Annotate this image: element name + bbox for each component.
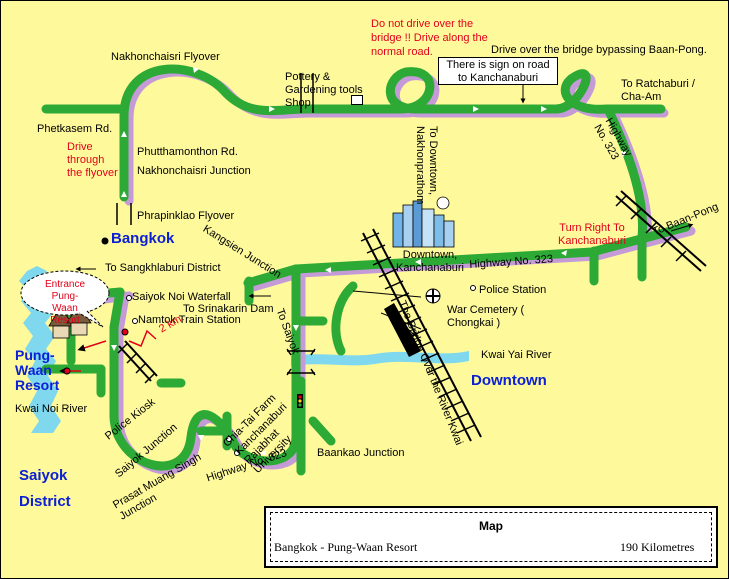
namtok-station-label: Namtok Train Station (138, 314, 241, 326)
entrance-callout (20, 270, 110, 316)
baankao-junction-label: Baankao Junction (317, 447, 405, 459)
turn-right-note: Turn Right To Kanchanaburi (558, 222, 626, 247)
kwai-noi-river (19, 266, 61, 433)
flyover-markers (116, 73, 316, 376)
road-sign-note-box: There is sign on road to Kanchanaburi (438, 57, 558, 85)
bangkok-label: Bangkok (111, 230, 175, 247)
do-not-drive-note: Do not drive over the bridge !! Drive al… (371, 18, 488, 58)
kwai-noi-river-label: Kwai Noi River (15, 403, 88, 415)
legend-distance: 190 Kilometres (620, 540, 695, 554)
phetkasem-road-label: Phetkasem Rd. (37, 123, 113, 135)
leader-lines (75, 223, 694, 299)
location-dots (63, 237, 476, 456)
legend-inner-frame (270, 512, 712, 562)
saiyok-district-label: Saiyok District (19, 467, 71, 510)
entrance-resort-label: Entrance Pung-Waan Resort (44, 279, 86, 326)
nakhonchaisri-junction-label: Nakhonchaisri Junction (137, 165, 251, 177)
pung-waan-resort-label: Pung-Waan Resort (15, 347, 60, 393)
pottery-shop-label: Pottery & Gardening tools Shop (285, 71, 363, 109)
railway-ties (117, 195, 687, 434)
city-skyline-icon (392, 196, 455, 248)
war-cemetery-label: War Cemetery ( Chongkai ) (447, 304, 525, 329)
nakhonchaisri-flyover-label: Nakhonchaisri Flyover (111, 51, 220, 63)
shop-icon (351, 95, 363, 105)
drive-over-bridge-note: Drive over the bridge bypassing Baan-Pon… (491, 44, 707, 56)
legend-route: Bangkok - Pung-Waan Resort (274, 540, 418, 554)
police-station-label: Police Station (479, 284, 547, 296)
kwai-yai-river-label: Kwai Yai River (481, 349, 552, 361)
resort-huts-icon (48, 302, 92, 339)
map-legend: Map Bangkok - Pung-Waan Resort 190 Kilom… (264, 506, 718, 568)
drive-through-flyover-note: Drive through the flyover (67, 141, 118, 179)
legend-title: Map (479, 519, 503, 533)
kwai-yai-river (291, 351, 469, 366)
to-sangkhlaburi-label: To Sangkhlaburi District (105, 262, 221, 274)
saiyok-noi-waterfall-label: Saiyok Noi Waterfall (132, 291, 231, 303)
downtown-label: Downtown (471, 372, 547, 389)
road-sign-note: There is sign on road to Kanchanaburi (446, 59, 550, 84)
side-roads (352, 290, 422, 342)
to-ratchaburi-label: To Ratchaburi / Cha-Am (621, 78, 695, 103)
phutthamonthon-road-label: Phutthamonthon Rd. (137, 146, 238, 158)
to-downtown-nakhonprathom-label: To Downtown, Nakhonprathom (414, 126, 439, 205)
river-kwai-bridge (384, 303, 421, 357)
roads (41, 64, 691, 476)
war-cemetery-icon (425, 288, 441, 304)
road-direction-arrows (111, 67, 627, 456)
to-srinakarin-dam-label: To Srinakarin Dam (183, 303, 274, 315)
phrapinklao-flyover-label: Phrapinklao Flyover (137, 210, 235, 222)
downtown-kanchanaburi-label: Downtown, Kanchanaburi (396, 249, 464, 274)
traffic-light-icon (297, 394, 303, 408)
